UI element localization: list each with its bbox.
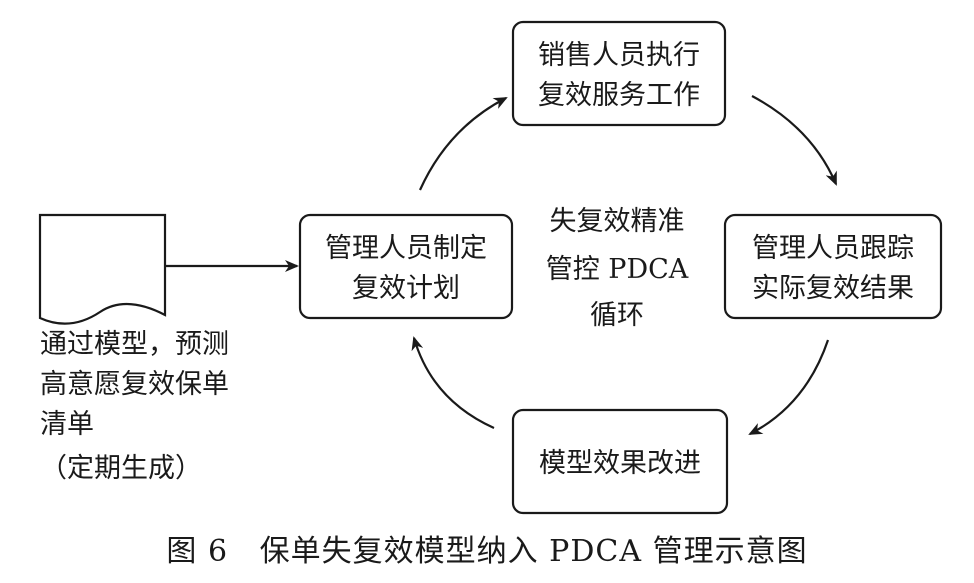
document-shape xyxy=(38,213,167,325)
node-execute-line2: 复效服务工作 xyxy=(538,80,700,111)
center-line1: 失复效精准 xyxy=(550,206,685,237)
document-line4: （定期生成） xyxy=(40,453,202,484)
node-track-line2: 实际复效结果 xyxy=(752,273,914,304)
arrow-plan-to-execute xyxy=(418,97,508,191)
node-plan: 管理人员制定 复效计划 xyxy=(298,213,514,320)
figure-caption: 图 6 保单失复效模型纳入 PDCA 管理示意图 xyxy=(166,534,807,569)
node-track-line1: 管理人员跟踪 xyxy=(752,233,914,264)
node-track: 管理人员跟踪 实际复效结果 xyxy=(723,213,943,320)
document-line2: 高意愿复效保单 xyxy=(40,369,229,400)
center-line2: 管控 PDCA xyxy=(546,254,689,285)
node-plan-line1: 管理人员制定 xyxy=(325,233,487,264)
center-line3: 循环 xyxy=(590,300,644,331)
node-improve-line1: 模型效果改进 xyxy=(539,448,701,479)
node-improve: 模型效果改进 xyxy=(511,408,729,515)
document-text: 通过模型，预测 高意愿复效保单 清单 （定期生成） xyxy=(40,329,229,484)
document-line1: 通过模型，预测 xyxy=(40,329,229,360)
document-line3: 清单 xyxy=(40,409,94,440)
arrow-track-to-improve xyxy=(748,339,830,435)
node-execute: 销售人员执行 复效服务工作 xyxy=(511,20,727,127)
arrow-execute-to-track xyxy=(751,95,838,186)
node-plan-line2: 复效计划 xyxy=(352,273,460,304)
node-execute-line1: 销售人员执行 xyxy=(538,40,700,71)
center-label: 失复效精准 管控 PDCA 循环 xyxy=(546,206,689,331)
arrow-improve-to-plan xyxy=(411,336,495,430)
